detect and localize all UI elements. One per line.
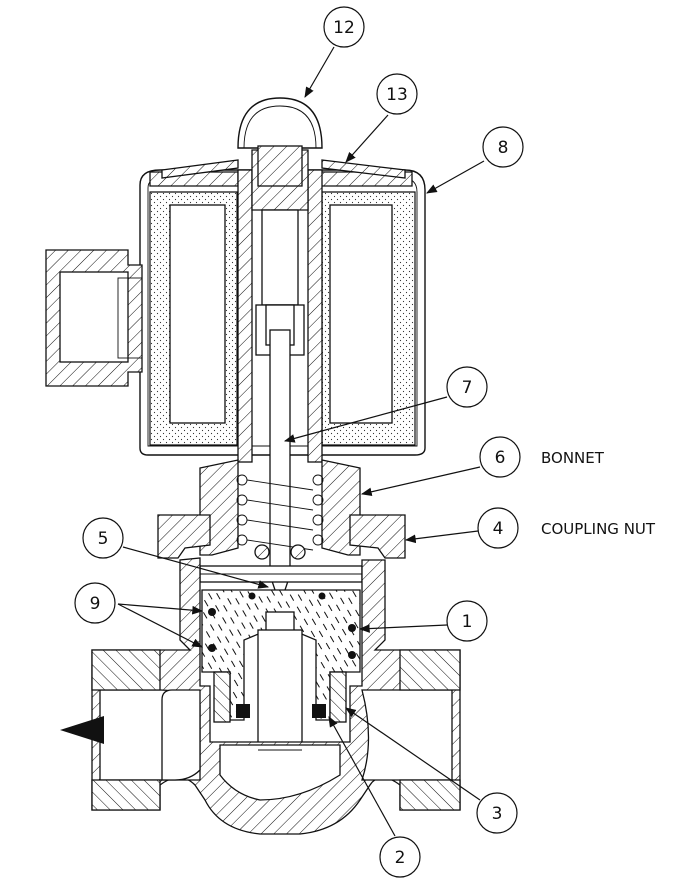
spring [236,474,324,551]
svg-text:7: 7 [462,378,473,398]
callout-1: 1 [446,600,488,642]
callout-6: 6 [479,436,521,478]
callout-8: 8 [482,126,524,168]
svg-text:13: 13 [386,85,408,105]
callout-3: 3 [476,792,518,834]
svg-text:4: 4 [493,519,504,539]
callout-7: 7 [446,366,488,408]
callout-13: 13 [376,73,418,115]
cap-nut [237,97,323,187]
callout-9: 9 [74,582,116,624]
svg-text:1: 1 [462,612,473,632]
callout-12: 12 [323,6,365,48]
callout-2: 2 [379,836,421,878]
flow-direction-arrow [60,716,104,744]
name-plate [161,159,406,179]
callout-5: 5 [82,517,124,559]
piston [201,589,361,751]
coupling-nut-label: COUPLING NUT [541,520,656,538]
conduit-hub [45,249,143,387]
diaphragm [199,565,363,583]
bonnet-label: BONNET [541,449,605,467]
svg-text:3: 3 [492,804,503,824]
svg-text:12: 12 [333,18,355,38]
push-rod [269,329,291,608]
coil-housing [139,169,426,456]
seal [236,704,326,718]
callout-leaders [117,46,485,837]
guide-sleeve [213,671,347,723]
svg-text:2: 2 [395,848,406,868]
svg-text:5: 5 [98,529,109,549]
svg-text:6: 6 [495,448,506,468]
coupling-nut [157,514,406,559]
callout-4: 4 [477,507,519,549]
svg-text:8: 8 [498,138,509,158]
svg-text:9: 9 [90,594,101,614]
